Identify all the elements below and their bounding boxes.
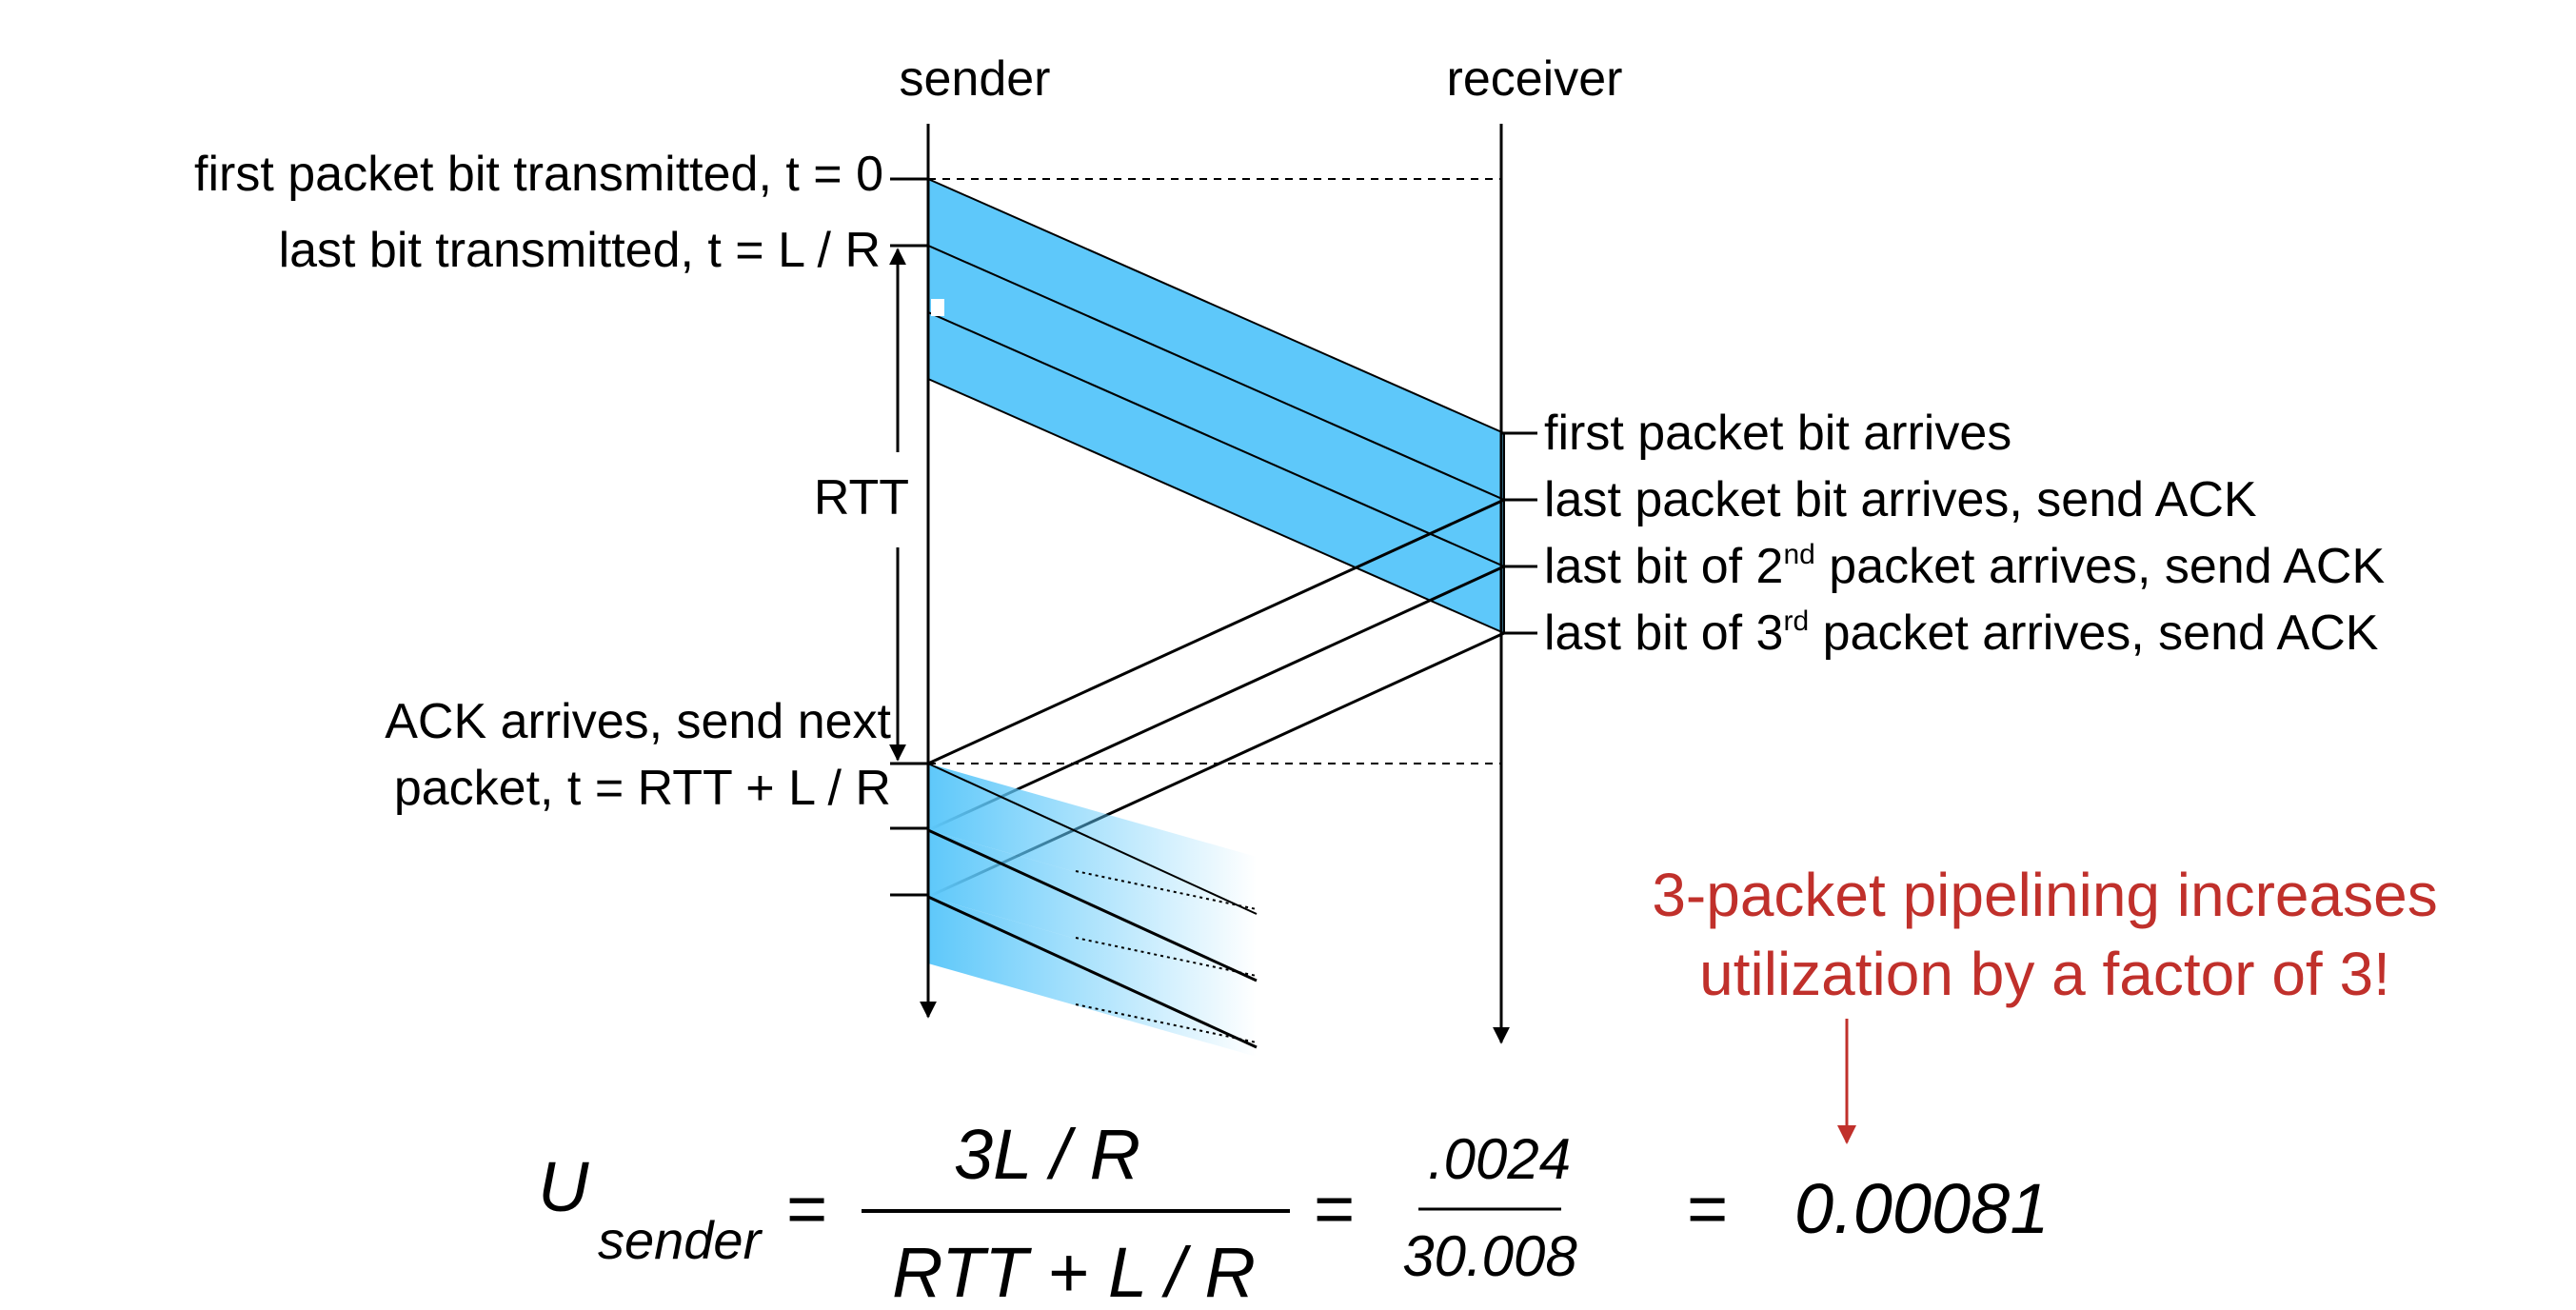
third-packet-pre: last bit of 3 <box>1544 605 1783 661</box>
label-rtt: RTT <box>814 470 909 526</box>
label-ack-arrives-line2: packet, t = RTT + L / R <box>394 761 891 816</box>
next-packet-edge-3 <box>927 895 1258 1049</box>
next-packet-tail-2 <box>1075 937 1258 977</box>
eq-sender-subscript: sender <box>598 1210 763 1270</box>
eq-equals-3: = <box>1687 1169 1728 1248</box>
second-packet-post: packet arrives, send ACK <box>1815 539 2386 594</box>
eq-equals-2: = <box>1314 1169 1355 1248</box>
next-packet-edge-1 <box>927 763 1258 915</box>
label-third-packet-arrives: last bit of 3rd packet arrives, send ACK <box>1544 605 2379 661</box>
next-packet-tail-3 <box>1075 1003 1258 1043</box>
next-packet-tail-1 <box>1075 870 1258 910</box>
label-first-bit-transmitted: first packet bit transmitted, t = 0 <box>194 147 883 202</box>
next-packet-1 <box>928 764 1257 923</box>
next-packet-3 <box>928 897 1257 1057</box>
third-packet-sup: rd <box>1783 605 1809 637</box>
second-packet-sup: nd <box>1783 539 1814 570</box>
next-packet-edge-2 <box>927 828 1258 982</box>
receiver-label: receiver <box>1447 51 1623 107</box>
eq-equals-1: = <box>786 1169 827 1248</box>
eq-denominator-1: RTT + L / R <box>892 1233 1256 1310</box>
label-second-packet-arrives: last bit of 2nd packet arrives, send ACK <box>1544 539 2385 594</box>
label-last-bit-arrives: last packet bit arrives, send ACK <box>1544 472 2257 527</box>
eq-u: U <box>538 1147 589 1226</box>
second-packet-pre: last bit of 2 <box>1544 539 1783 594</box>
ack-line-2 <box>927 565 1505 832</box>
ack-line-1 <box>927 498 1505 765</box>
packet-gap-1 <box>931 299 944 316</box>
eq-result: 0.00081 <box>1794 1169 2050 1248</box>
eq-numerator-1: 3L / R <box>954 1115 1140 1194</box>
eq-denominator-2: 30.008 <box>1402 1224 1577 1288</box>
sender-label: sender <box>900 51 1051 107</box>
label-ack-arrives-line1: ACK arrives, send next <box>385 694 891 749</box>
note-line-1: 3-packet pipelining increases <box>1652 861 2437 929</box>
third-packet-post: packet arrives, send ACK <box>1809 605 2379 661</box>
label-last-bit-transmitted: last bit transmitted, t = L / R <box>279 223 881 278</box>
label-first-bit-arrives: first packet bit arrives <box>1544 406 2011 461</box>
eq-numerator-2: .0024 <box>1428 1127 1571 1191</box>
next-packet-2 <box>928 830 1257 990</box>
note-line-2: utilization by a factor of 3! <box>1699 940 2390 1008</box>
